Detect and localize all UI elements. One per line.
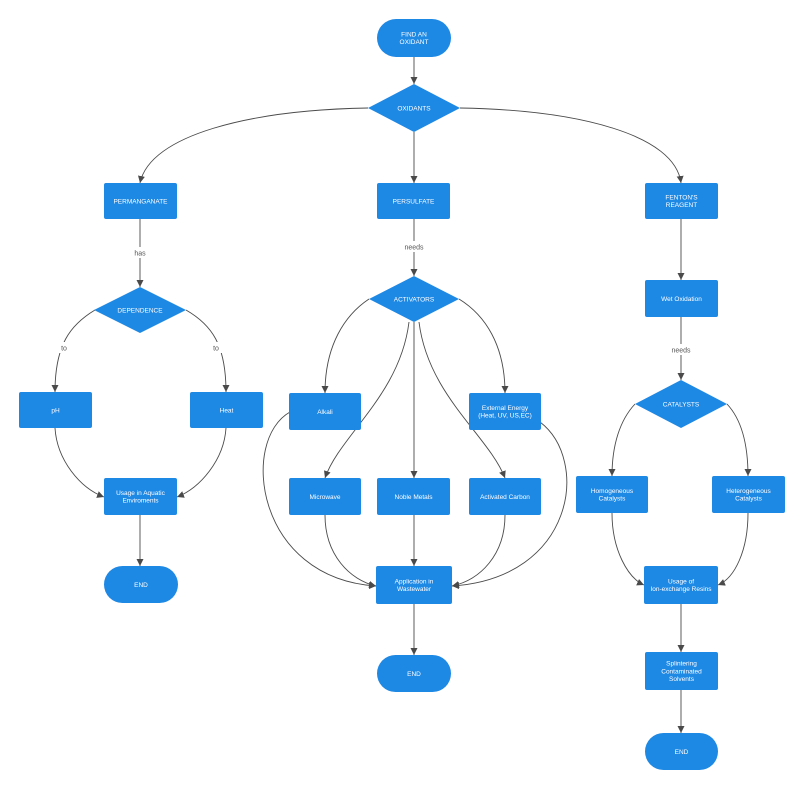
persulfate-process[interactable] [377, 183, 450, 219]
microwave-process-label: Microwave [309, 494, 340, 501]
splintering-solvents-process[interactable] [645, 652, 718, 690]
activators-decision-label: ACTIVATORS [394, 296, 435, 303]
edge-external-application [451, 421, 568, 590]
heat-process[interactable] [190, 392, 263, 428]
edge-catalysts-homogeneous [608, 403, 636, 477]
activated-carbon-process[interactable] [469, 478, 541, 515]
oxidants-decision[interactable] [368, 84, 460, 132]
edge-labels-layer: has needs needs to to [58, 241, 693, 355]
edges-layer [51, 57, 752, 733]
edge-dependence-heat [185, 309, 230, 393]
ph-process-label: pH [51, 407, 60, 414]
noble-metals-process-label: Noble Metals [395, 494, 434, 501]
external-energy-process[interactable] [469, 393, 541, 430]
edge-activators-microwave [324, 321, 410, 479]
edge-label-needs-persulfate-text: needs [404, 245, 424, 252]
dependence-decision[interactable] [94, 287, 186, 333]
heterogeneous-catalysts-process[interactable] [712, 476, 785, 513]
end-terminal-permanganate-label: END [134, 582, 148, 589]
fenton-reagent-process[interactable] [645, 183, 718, 219]
edge-homogeneous-ionexchange [611, 512, 645, 586]
edge-label-has-text: has [134, 251, 146, 258]
wet-oxidation-process-label: Wet Oxidation [661, 296, 702, 303]
dependence-decision-label: DEPENDENCE [117, 307, 163, 314]
edge-heat-usage [176, 427, 227, 498]
edge-activators-carbon [418, 321, 506, 479]
wet-oxidation-process[interactable] [645, 280, 718, 317]
end-terminal-persulfate-label: END [407, 671, 421, 678]
edge-oxidants-fenton [459, 107, 684, 184]
edge-label-to-heat: to [210, 342, 222, 353]
alkali-process[interactable] [289, 393, 361, 430]
end-terminal-permanganate[interactable] [104, 566, 178, 603]
edge-heterogeneous-ionexchange [717, 512, 749, 586]
catalysts-decision-label: CATALYSTS [663, 401, 700, 408]
edge-label-to-ph-text: to [61, 346, 67, 353]
homogeneous-catalysts-process[interactable] [576, 476, 648, 513]
end-terminal-fenton-label: END [675, 749, 689, 756]
microwave-process[interactable] [289, 478, 361, 515]
edge-ph-usage [54, 427, 105, 498]
ph-process[interactable] [19, 392, 92, 428]
edge-label-to-ph: to [58, 342, 70, 353]
alkali-process-label: Alkali [317, 409, 333, 416]
catalysts-decision[interactable] [635, 380, 727, 428]
noble-metals-process[interactable] [377, 478, 450, 515]
edge-label-has: has [131, 247, 149, 258]
edge-carbon-application [451, 514, 506, 588]
usage-aquatic-process[interactable] [104, 478, 177, 515]
edge-catalysts-heterogeneous [726, 403, 752, 477]
start-terminal[interactable] [377, 19, 451, 57]
edge-label-to-heat-text: to [213, 346, 219, 353]
oxidants-decision-label: OXIDANTS [397, 105, 431, 112]
edge-oxidants-permanganate [138, 107, 369, 184]
edge-label-needs-persulfate: needs [402, 241, 426, 252]
edge-label-needs-fenton: needs [669, 344, 693, 355]
end-terminal-persulfate[interactable] [377, 655, 451, 692]
edge-activators-alkali [321, 298, 370, 394]
ion-exchange-resins-process[interactable] [644, 566, 718, 604]
heat-process-label: Heat [220, 407, 234, 414]
edge-activators-external [458, 298, 509, 394]
persulfate-process-label: PERSULFATE [393, 198, 435, 205]
edge-label-needs-fenton-text: needs [671, 348, 691, 355]
permanganate-process-label: PERMANGANATE [113, 198, 168, 205]
external-energy-process-label: External Energy(Heat, UV, US,EC) [478, 405, 532, 420]
activators-decision[interactable] [369, 276, 459, 322]
application-wastewater-process[interactable] [376, 566, 452, 604]
activated-carbon-process-label: Activated Carbon [480, 494, 530, 501]
edge-microwave-application [324, 514, 377, 588]
edge-dependence-ph [51, 309, 96, 393]
end-terminal-fenton[interactable] [645, 733, 718, 770]
permanganate-process[interactable] [104, 183, 177, 219]
edge-alkali-application [262, 411, 377, 590]
